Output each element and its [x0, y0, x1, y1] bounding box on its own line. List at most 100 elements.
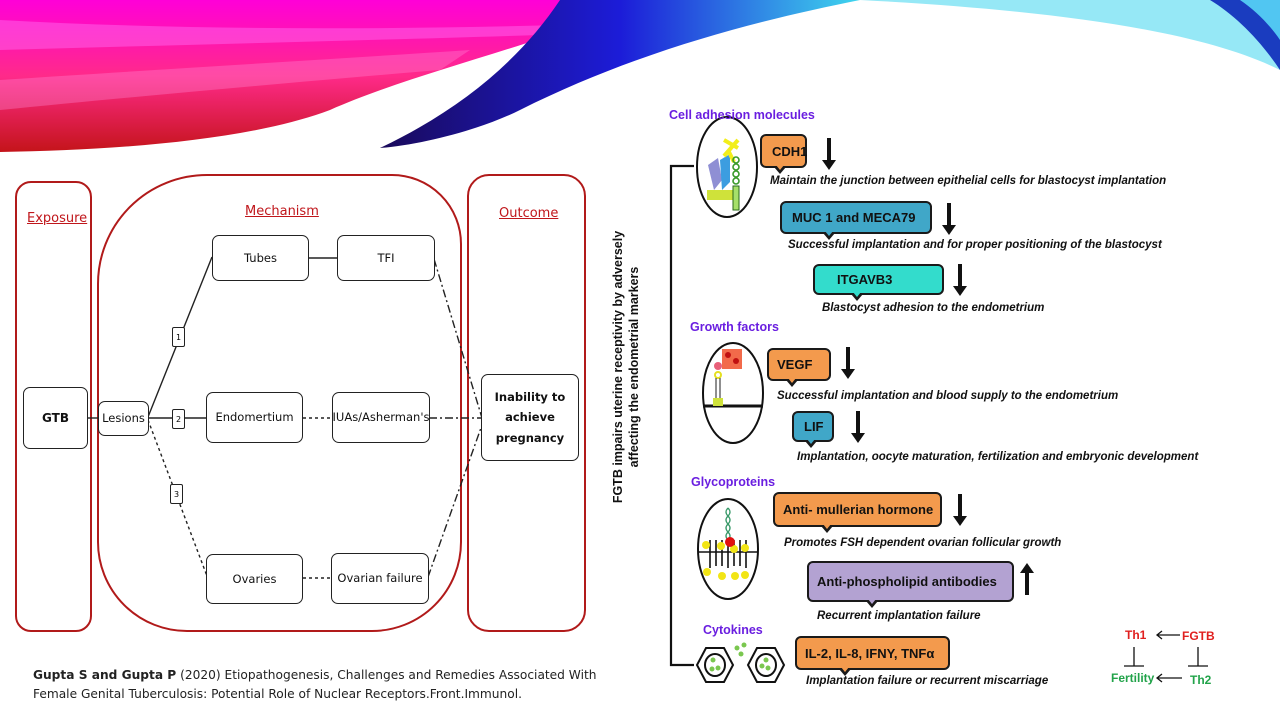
vertical-label-line-1: FGTB impairs uterine receptivity by adve… [611, 230, 625, 504]
th-diagram-arrows [1124, 630, 1208, 683]
marker-vegf-label: VEGF [777, 357, 813, 372]
node-iuas-ashermans: IUAs/Asherman's [332, 392, 430, 443]
arrow-down-icon [953, 494, 967, 531]
marker-cytokines-label: IL-2, IL-8, IFNY, TNFα [805, 645, 935, 661]
callout-tail [823, 231, 836, 240]
pathway-number-1: 1 [172, 327, 185, 347]
node-ovarian-failure: Ovarian failure [331, 553, 429, 604]
node-tfi-label: TFI [377, 250, 395, 265]
cytokine-dots [709, 642, 771, 672]
decorative-wave-banner [0, 0, 1280, 152]
node-lesions-label: Lesions [102, 411, 145, 426]
citation: Gupta S and Gupta P (2020) Etiopathogene… [33, 666, 596, 704]
description-cytokines: Implantation failure or recurrent miscar… [806, 675, 1049, 687]
node-tubes: Tubes [212, 235, 309, 281]
callout-tail [804, 439, 817, 448]
th1-label: Th1 [1125, 628, 1147, 642]
outcome-line-2: achieve [505, 410, 555, 425]
node-lesions: Lesions [98, 401, 149, 436]
description-lif: Implantation, oocyte maturation, fertili… [797, 451, 1199, 463]
callout-tail [839, 667, 852, 676]
arrow-down-icon [942, 203, 956, 240]
outcome-line-3: pregnancy [495, 430, 565, 445]
fertility-label: Fertility [1111, 671, 1155, 685]
category-glycoproteins: Glycoproteins [691, 475, 776, 489]
marker-amh: Anti- mullerian hormone [773, 492, 942, 533]
callout-tail-fill [776, 165, 785, 170]
callout-tail [774, 165, 787, 174]
node-tubes-label: Tubes [244, 250, 277, 265]
marker-itgavb3-label: ITGAVB3 [837, 272, 893, 287]
description-amh: Promotes FSH dependent ovarian follicula… [784, 537, 1062, 549]
marker-lif-label: LIF [804, 419, 824, 434]
arrow-up-icon [1020, 563, 1034, 600]
arrow-down-icon [953, 264, 967, 301]
node-endometrium-label: Endomertium [215, 410, 294, 425]
pathway-number-3: 3 [170, 484, 183, 504]
growth-factor-icon [702, 342, 764, 444]
category-cell-adhesion: Cell adhesion molecules [669, 108, 815, 122]
category-cytokines: Cytokines [703, 623, 763, 637]
fgtb-label: FGTB [1182, 629, 1215, 643]
exposure-heading: Exposure [27, 211, 88, 226]
marker-antiphospholipid: Anti-phospholipid antibodies [807, 561, 1014, 608]
callout-tail [850, 292, 863, 301]
citation-line2: Female Genital Tuberculosis: Potential R… [33, 686, 522, 701]
callout-tail-fill [825, 231, 834, 236]
marker-amh-label: Anti- mullerian hormone [783, 502, 934, 517]
node-ovarian-failure-label: Ovarian failure [337, 571, 423, 586]
vertical-label-line-2: affecting the endometrial markers [626, 266, 641, 468]
node-gtb: GTB [23, 387, 88, 449]
marker-cytokines-list: IL-2, IL-8, IFNY, TNFα [795, 636, 950, 676]
callout-tail-fill [867, 599, 876, 604]
callout-tail-fill [787, 378, 796, 383]
description-muc1: Successful implantation and for proper p… [788, 239, 1162, 251]
node-endometrium: Endomertium [206, 392, 303, 443]
outcome-panel [467, 174, 586, 632]
description-itgavb3: Blastocyst adhesion to the endometrium [822, 302, 1045, 314]
arrow-down-icon [851, 411, 865, 448]
description-cdh1: Maintain the junction between epithelial… [770, 175, 1167, 187]
callout-tail-fill [852, 292, 861, 297]
citation-line1: (2020) Etiopathogenesis, Challenges and … [176, 668, 597, 682]
marker-itgavb3: ITGAVB3 [813, 264, 944, 301]
marker-antiphospholipid-label: Anti-phospholipid antibodies [817, 574, 997, 589]
mechanism-panel [97, 174, 462, 632]
glycoprotein-icon [697, 498, 759, 600]
marker-muc1-meca79: MUC 1 and MECA79 [780, 201, 932, 240]
description-vegf: Successful implantation and blood supply… [777, 390, 1119, 402]
callout-tail-fill [823, 524, 832, 529]
marker-cdh1-label: CDH1 [772, 143, 808, 159]
callout-tail [865, 599, 878, 608]
category-growth-factors: Growth factors [690, 320, 779, 334]
marker-lif: LIF [792, 411, 834, 448]
callout-tail-fill [841, 667, 850, 672]
outcome-heading: Outcome [499, 206, 559, 221]
bracket-line [669, 164, 694, 667]
th2-label: Th2 [1190, 673, 1212, 687]
marker-cdh1: CDH1 [760, 134, 808, 174]
description-antiphospholipid: Recurrent implantation failure [817, 610, 981, 622]
exposure-panel [15, 181, 92, 632]
marker-muc1-label: MUC 1 and MECA79 [792, 210, 916, 225]
node-ovaries: Ovaries [206, 554, 303, 604]
node-ovaries-label: Ovaries [232, 571, 277, 586]
callout-tail [785, 378, 798, 387]
node-iuas-label: IUAs/Asherman's [332, 410, 430, 425]
node-outcome-inability: Inability to achieve pregnancy [481, 374, 579, 461]
mechanism-heading: Mechanism [245, 204, 319, 219]
callout-tail-fill [806, 439, 815, 444]
node-gtb-label: GTB [42, 410, 69, 425]
arrow-down-icon [822, 138, 836, 175]
callout-tail [821, 524, 834, 533]
vertical-summary-label: FGTB impairs uterine receptivity by adve… [611, 187, 645, 547]
pathway-number-2: 2 [172, 409, 185, 429]
cell-adhesion-icon [696, 116, 758, 218]
marker-vegf: VEGF [767, 348, 831, 387]
arrow-down-icon [841, 347, 855, 384]
outcome-line-1: Inability to [494, 390, 566, 405]
citation-authors: Gupta S and Gupta P [33, 668, 177, 682]
node-tfi: TFI [337, 235, 435, 281]
